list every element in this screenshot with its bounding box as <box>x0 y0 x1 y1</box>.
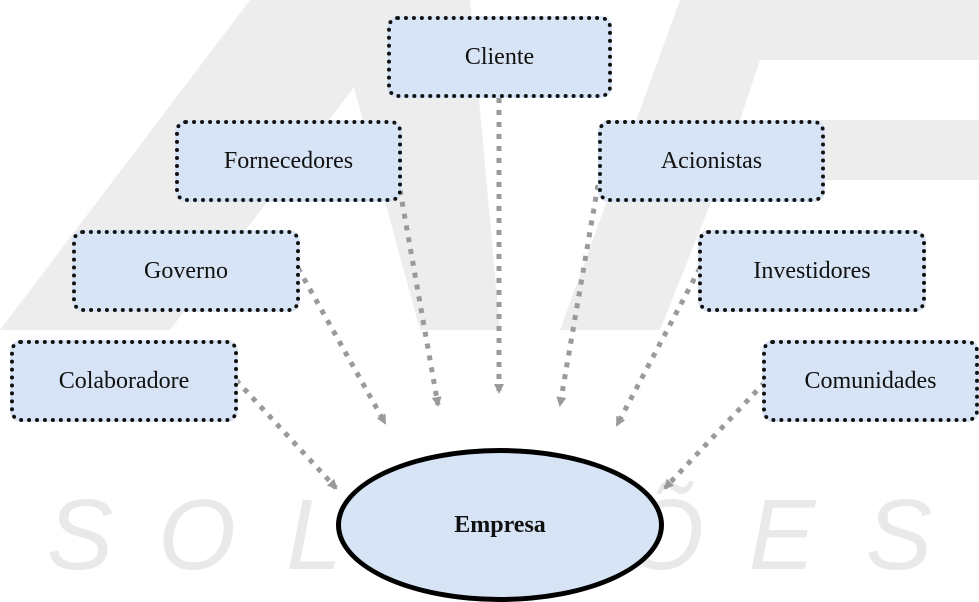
node-label: Colaboradore <box>58 367 190 394</box>
connector-comunidades <box>663 380 767 490</box>
connector-acionistas <box>556 184 601 407</box>
node-comunidades: Comunidades <box>762 340 979 422</box>
node-label: Governo <box>144 257 228 284</box>
watermark-letter: L <box>286 479 342 591</box>
node-label: Fornecedores <box>223 147 354 174</box>
node-acionistas: Acionistas <box>598 120 825 202</box>
watermark-letter: S <box>46 479 114 591</box>
center-label: Empresa <box>454 511 546 538</box>
connector-layer <box>234 98 767 490</box>
connector-colaboradore <box>234 378 338 490</box>
node-cliente: Cliente <box>387 16 612 98</box>
node-investidores: Investidores <box>698 230 926 312</box>
watermark-letter: S <box>865 479 933 591</box>
watermark-letter: E <box>748 479 816 591</box>
node-label: Cliente <box>464 43 535 70</box>
connector-investidores <box>614 266 703 427</box>
node-fornecedores: Fornecedores <box>175 120 402 202</box>
node-governo: Governo <box>72 230 300 312</box>
watermark-letter: O <box>158 479 236 591</box>
node-label: Investidores <box>753 257 871 284</box>
node-empresa: Empresa <box>336 448 664 602</box>
connector-fornecedores <box>397 189 442 407</box>
connector-governo <box>295 266 388 425</box>
node-colaboradore: Colaboradore <box>10 340 238 422</box>
node-label: Acionistas <box>660 147 763 174</box>
node-label: Comunidades <box>804 367 937 394</box>
